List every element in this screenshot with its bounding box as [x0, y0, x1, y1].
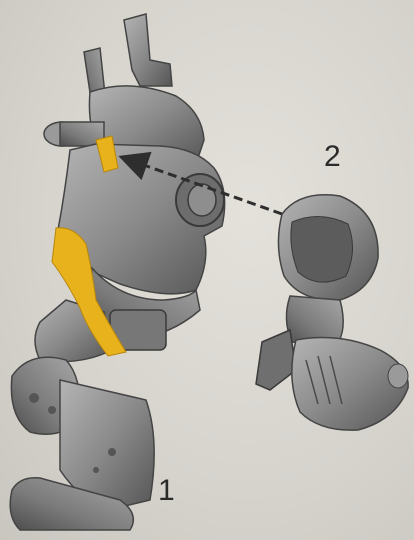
step-number-2: 2: [324, 140, 341, 174]
torso-leg-part: [10, 14, 224, 530]
exhaust-pipe: [124, 14, 172, 86]
shoulder-arm-part: [256, 195, 408, 430]
step-number-1: 1: [158, 474, 175, 508]
arm-bracket: [256, 330, 296, 390]
